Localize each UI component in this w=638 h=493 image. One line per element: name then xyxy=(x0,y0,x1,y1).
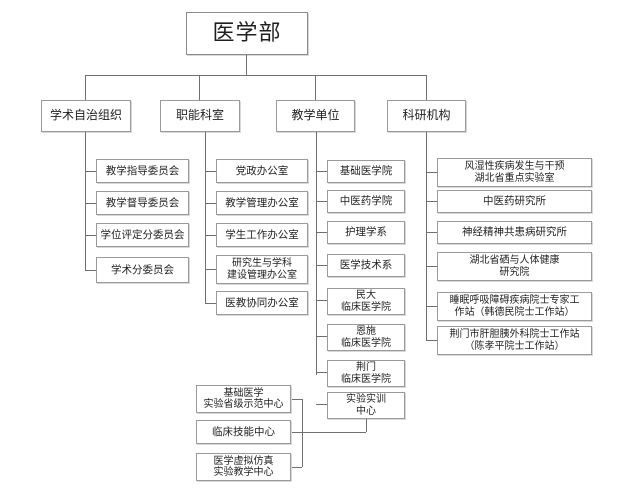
connector-col1-stub-1 xyxy=(85,203,96,204)
node-col3-item-7-experimental-training-center: 实验实训 中心 xyxy=(327,392,405,419)
node-col3-item-0: 基础医学院 xyxy=(327,160,405,183)
connector-level2-rail xyxy=(85,75,426,76)
node-teaching-units: 教学单位 xyxy=(276,100,355,132)
node-col1-item-0: 教学指导委员会 xyxy=(96,159,189,183)
node-col4-item-4: 睡眠呼吸障碍疾病院士专家工 作站（韩德民院士工作站） xyxy=(437,292,592,321)
connector-col4-stub-3 xyxy=(426,266,437,267)
connector-col4-stub-5 xyxy=(426,340,437,341)
connector-col3-stub-0 xyxy=(316,171,327,172)
connector-lab-center-to-trunk xyxy=(302,432,366,433)
node-root-medical-department: 医学部 xyxy=(186,12,308,55)
connector-drop-academic xyxy=(85,75,86,100)
node-col4-item-5: 荆门市肝胆胰外科院士工作站 （陈孝平院士工作站） xyxy=(437,326,592,355)
node-col3-item-6: 荆门 临床医学院 xyxy=(327,360,405,387)
connector-root-stem xyxy=(246,55,247,75)
node-col2-item-1: 教学管理办公室 xyxy=(216,191,308,215)
connector-col2-trunk xyxy=(205,132,206,303)
connector-col3-stub-2 xyxy=(316,232,327,233)
node-col2-item-4: 医教协同办公室 xyxy=(216,291,308,315)
connector-col3-trunk xyxy=(316,132,317,375)
node-research-institutions: 科研机构 xyxy=(387,100,466,132)
connector-col4-stub-1 xyxy=(426,201,437,202)
connector-col4-stub-0 xyxy=(426,172,437,173)
node-col2-item-3: 研究生与学科 建设管理办公室 xyxy=(216,255,308,284)
connector-drop-teaching xyxy=(315,75,316,100)
node-col1-item-3: 学术分委员会 xyxy=(96,257,189,283)
connector-col2-stub-1 xyxy=(205,203,216,204)
node-col4-item-0: 风湿性疾病发生与干预 湖北省重点实验室 xyxy=(437,158,592,187)
connector-bottom-stub-2 xyxy=(291,467,302,468)
connector-col4-trunk xyxy=(426,132,427,340)
connector-col2-stub-3 xyxy=(205,269,216,270)
node-col4-item-2: 神经精神共患病研究所 xyxy=(437,221,592,244)
node-col3-item-5: 恩施 临床医学院 xyxy=(327,324,405,351)
node-col3-item-1: 中医药学院 xyxy=(327,190,405,213)
connector-col3-stub-7 xyxy=(316,404,327,405)
connector-lab-center-drop xyxy=(366,419,367,432)
connector-col3-stub-6 xyxy=(316,372,327,373)
connector-col1-stub-0 xyxy=(85,171,96,172)
connector-col3-stub-4 xyxy=(316,300,327,301)
node-bottom-item-2: 医学虚拟仿真 实验教学中心 xyxy=(196,453,291,481)
connector-bottom-stub-1 xyxy=(291,432,302,433)
node-col3-item-4: 民大 临床医学院 xyxy=(327,288,405,315)
connector-col4-stub-2 xyxy=(426,232,437,233)
connector-col2-stub-2 xyxy=(205,235,216,236)
node-functional-offices: 职能科室 xyxy=(160,100,240,132)
node-bottom-item-0: 基础医学 实验省级示范中心 xyxy=(196,385,291,413)
connector-col3-stub-5 xyxy=(316,336,327,337)
connector-col3-stub-3 xyxy=(316,265,327,266)
connector-drop-functional xyxy=(199,75,200,100)
node-col3-item-2: 护理学系 xyxy=(327,221,405,244)
node-col2-item-2: 学生工作办公室 xyxy=(216,223,308,247)
node-col3-item-3: 医学技术系 xyxy=(327,254,405,277)
node-col4-item-3: 湖北省硒与人体健康 研究院 xyxy=(437,252,592,281)
connector-col2-stub-4 xyxy=(205,303,216,304)
connector-col1-stub-2 xyxy=(85,235,96,236)
connector-col1-trunk xyxy=(85,132,86,271)
connector-col3-stub-1 xyxy=(316,201,327,202)
node-col4-item-1: 中医药研究所 xyxy=(437,190,592,213)
connector-col4-stub-4 xyxy=(426,306,437,307)
node-col1-item-2: 学位评定分委员会 xyxy=(96,223,189,247)
node-col2-item-0: 党政办公室 xyxy=(216,159,308,183)
connector-bottom-stub-0 xyxy=(291,399,302,400)
connector-col1-stub-3 xyxy=(85,270,96,271)
connector-drop-research xyxy=(426,75,427,100)
connector-col2-stub-0 xyxy=(205,171,216,172)
connector-bottom-trunk xyxy=(302,399,303,467)
node-academic-self-governance: 学术自治组织 xyxy=(41,100,131,132)
node-bottom-item-1: 临床技能中心 xyxy=(196,420,291,444)
node-col1-item-1: 教学督导委员会 xyxy=(96,191,189,215)
